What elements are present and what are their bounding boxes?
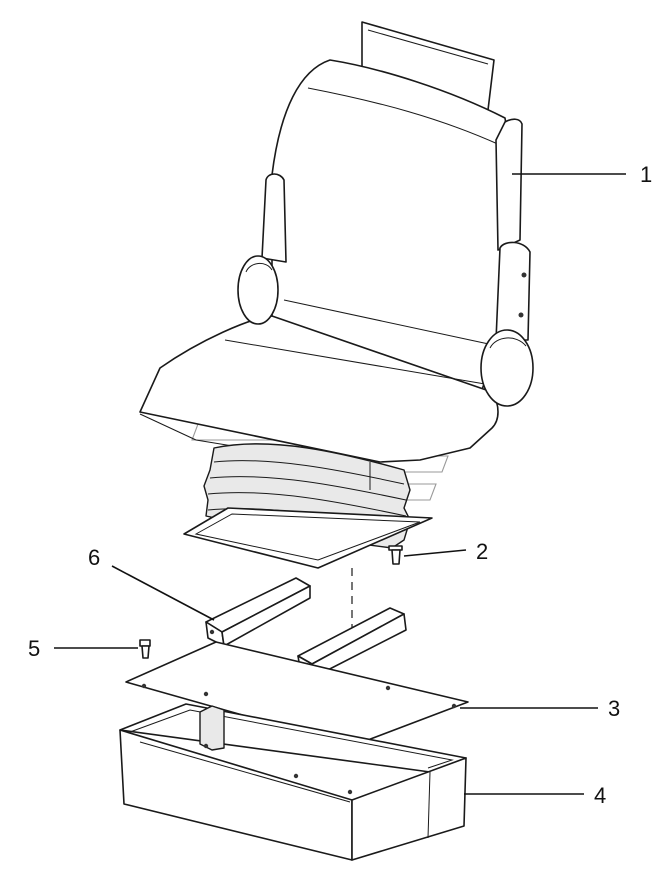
left-armrest (261, 173, 287, 263)
bolt-part-2 (388, 545, 403, 565)
seat-assembly (139, 21, 534, 569)
callout-1: 1 (640, 162, 652, 187)
base-box-part-4 (119, 703, 467, 861)
callout-5: 5 (28, 636, 40, 661)
bolt-part-5 (139, 639, 151, 659)
callout-4: 4 (594, 783, 606, 808)
seat-base-plate (183, 507, 433, 569)
callout-3: 3 (608, 696, 620, 721)
callout-2: 2 (476, 539, 488, 564)
rail-right (297, 607, 407, 677)
callout-6: 6 (88, 545, 100, 570)
leader-lines (54, 173, 626, 795)
right-armrest (495, 241, 531, 341)
rail-part-6 (205, 577, 311, 647)
